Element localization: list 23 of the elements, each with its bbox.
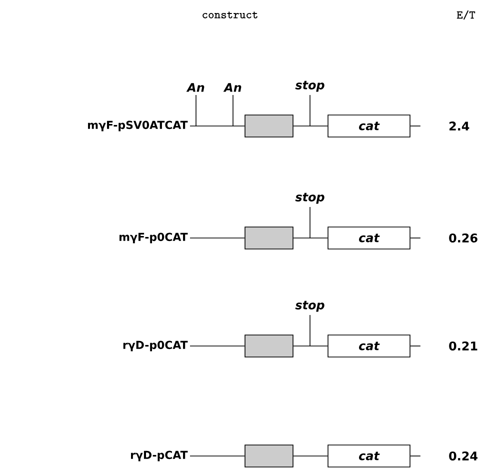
promoter-box (244, 226, 294, 250)
construct-name: mγF-p0CAT (120, 232, 188, 244)
column-heading: construct (202, 12, 258, 18)
ratio-value: 0.24 (449, 451, 478, 461)
gene-box: cat (328, 334, 410, 358)
gene-box: cat (328, 226, 410, 250)
construct-name: mγF-pSV0ATCAT (88, 120, 188, 132)
promoter-box (244, 114, 294, 138)
construct-name: rγD-pCAT (131, 450, 188, 462)
ratio-value: 2.4 (449, 122, 470, 130)
site-label: stop (295, 300, 324, 312)
site-label: stop (295, 192, 324, 204)
ratio-value: 0.21 (449, 341, 478, 351)
column-heading: E/T (456, 10, 476, 20)
gene-box: cat (328, 444, 410, 468)
promoter-box (244, 334, 294, 358)
promoter-box (244, 444, 294, 468)
ratio-value: 0.26 (449, 233, 478, 243)
site-label: An (186, 83, 204, 92)
site-label: An (223, 83, 242, 92)
gene-box: cat (328, 114, 410, 138)
construct-name: rγD-p0CAT (123, 340, 188, 352)
site-label: stop (295, 80, 324, 92)
